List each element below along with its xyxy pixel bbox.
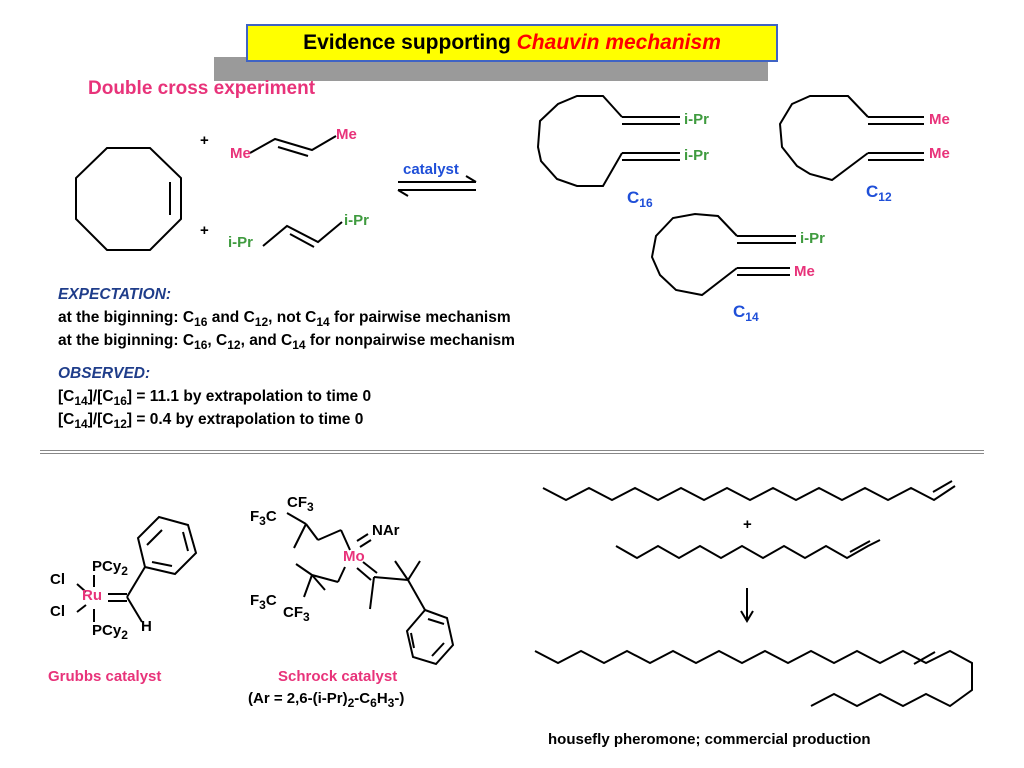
- c14-me: Me: [794, 263, 815, 280]
- grubbs-ru: Ru: [82, 587, 102, 604]
- schrock-cf3-top: CF3: [287, 494, 314, 514]
- cyclooctene-ring: [75, 147, 182, 251]
- diisopropylethylene-structure: [262, 221, 343, 248]
- schrock-nar: NAr: [372, 522, 400, 539]
- c14-label: C14: [733, 302, 759, 324]
- grubbs-cl-bottom: Cl: [50, 603, 65, 620]
- expectation-line-1: at the biginning: C16 and C12, not C14 f…: [58, 309, 511, 329]
- grubbs-h: H: [141, 618, 152, 635]
- c12-macrocycle: [778, 95, 924, 182]
- schrock-ar-note: (Ar = 2,6-(i-Pr)2-C6H3-): [248, 690, 405, 710]
- observed-heading: OBSERVED:: [58, 365, 151, 382]
- grubbs-structure: [76, 515, 198, 623]
- alkene-ipr-left: i-Pr: [228, 234, 254, 251]
- schrock-structure: [286, 512, 455, 666]
- equilibrium-arrows: [397, 175, 477, 197]
- grubbs-catalyst-label: Grubbs catalyst: [48, 668, 162, 685]
- pheromone-plus: +: [743, 516, 752, 533]
- c16-ipr-bottom: i-Pr: [684, 147, 710, 164]
- title-prefix: Evidence supporting: [303, 31, 517, 54]
- schrock-f3c-top: F3C: [250, 508, 277, 528]
- expectation-line-2: at the biginning: C16, C12, and C14 for …: [58, 332, 515, 352]
- butene-structure: [249, 135, 337, 157]
- schrock-mo: Mo: [343, 548, 365, 565]
- c16-label: C16: [627, 188, 653, 210]
- grubbs-cl-top: Cl: [50, 571, 65, 588]
- slide-title: Evidence supporting Chauvin mechanism: [246, 24, 778, 62]
- butene-me-left: Me: [230, 145, 251, 162]
- section-divider: [40, 450, 984, 454]
- section-title: Double cross experiment: [88, 78, 316, 99]
- c14-macrocycle: [650, 212, 796, 297]
- title-accent: Chauvin mechanism: [516, 31, 721, 54]
- observed-line-1: [C14]/[C16] = 11.1 by extrapolation to t…: [58, 388, 372, 408]
- plus-sign-bottom: +: [200, 222, 209, 239]
- observed-line-2: [C14]/[C12] = 0.4 by extrapolation to ti…: [58, 411, 364, 431]
- c16-macrocycle: [536, 95, 680, 187]
- pheromone-caption: housefly pheromone; commercial productio…: [548, 731, 871, 748]
- catalyst-arrow-label: catalyst: [403, 161, 459, 178]
- c12-label: C12: [866, 182, 892, 204]
- grubbs-pcy-top: PCy2: [92, 558, 128, 578]
- expectation-heading: EXPECTATION:: [58, 286, 172, 303]
- plus-sign-top: +: [200, 132, 209, 149]
- schrock-cf3-bottom: CF3: [283, 604, 310, 624]
- c14-ipr: i-Pr: [800, 230, 826, 247]
- schrock-f3c-bottom: F3C: [250, 592, 277, 612]
- schrock-catalyst-label: Schrock catalyst: [278, 668, 398, 685]
- alkene-ipr-right: i-Pr: [344, 212, 370, 229]
- pheromone-structures: [534, 480, 973, 708]
- grubbs-pcy-bottom: PCy2: [92, 622, 128, 642]
- c12-me-top: Me: [929, 111, 950, 128]
- butene-me-right: Me: [336, 126, 357, 143]
- c16-ipr-top: i-Pr: [684, 111, 710, 128]
- c12-me-bottom: Me: [929, 145, 950, 162]
